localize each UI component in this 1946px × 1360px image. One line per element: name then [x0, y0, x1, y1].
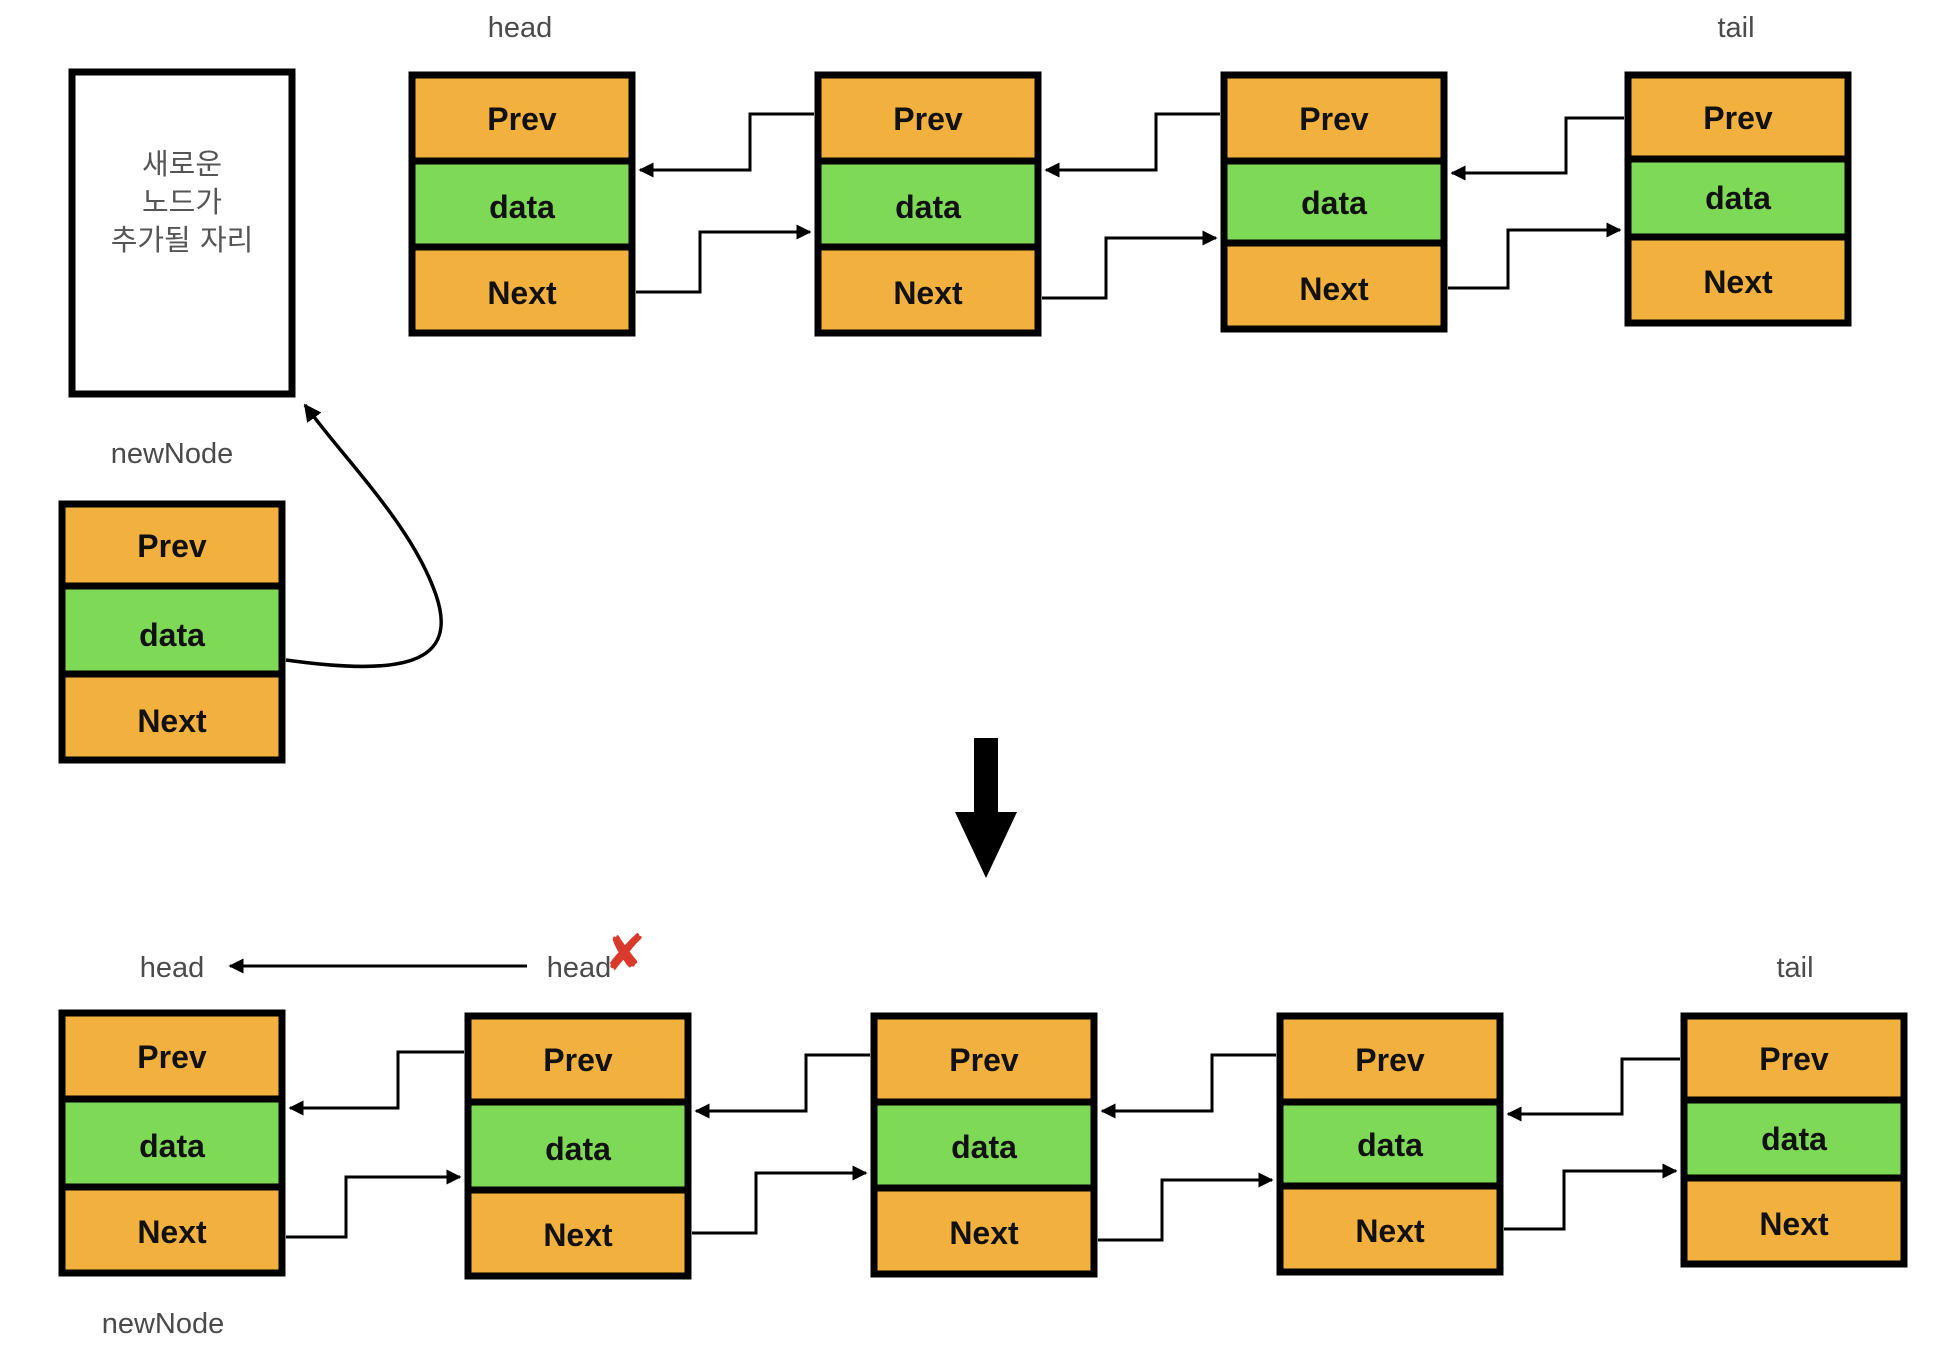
list-node: Prev data Next — [1220, 71, 1448, 333]
placeholder-slot: 새로운 노드가 추가될 자리 — [68, 68, 296, 398]
new-node: Prev data Next — [58, 500, 286, 764]
next-label: Next — [543, 1217, 613, 1253]
next-label: Next — [137, 1214, 207, 1250]
prev-label: Prev — [487, 101, 557, 137]
list-node: Prev data Next — [870, 1012, 1098, 1278]
after-section: head head ✘ tail newNode Prev data Next … — [58, 924, 1908, 1340]
data-label: data — [489, 189, 555, 225]
data-label: data — [139, 617, 205, 653]
prev-label: Prev — [543, 1042, 613, 1078]
next-label: Next — [893, 275, 963, 311]
prev-label: Prev — [137, 528, 207, 564]
data-label: data — [895, 189, 961, 225]
new-head-label: head — [140, 952, 205, 984]
prev-link-arrow — [638, 112, 814, 178]
list-node: Prev data Next — [814, 71, 1042, 337]
placeholder-line-3: 추가될 자리 — [111, 223, 254, 257]
next-link-arrow — [1448, 222, 1622, 290]
list-node: Prev data Next — [1680, 1012, 1908, 1268]
prev-label: Prev — [949, 1042, 1019, 1078]
data-label: data — [1357, 1127, 1423, 1163]
prev-label: Prev — [1355, 1042, 1425, 1078]
list-node: Prev data Next — [464, 1012, 692, 1280]
data-label: data — [951, 1129, 1017, 1165]
placeholder-line-2: 노드가 — [142, 185, 222, 219]
cross-mark-icon: ✘ — [604, 924, 646, 982]
data-label: data — [1301, 185, 1367, 221]
prev-label: Prev — [1299, 101, 1369, 137]
prev-label: Prev — [1703, 100, 1773, 136]
prev-label: Prev — [1759, 1041, 1829, 1077]
down-arrow-icon — [955, 738, 1017, 878]
data-label: data — [139, 1128, 205, 1164]
new-head-node: Prev data Next — [58, 1009, 286, 1277]
prev-link-arrow — [1100, 1053, 1276, 1119]
head-label: head — [488, 12, 553, 44]
next-label: Next — [1299, 271, 1369, 307]
list-node: Prev data Next — [1624, 71, 1852, 327]
next-label: Next — [487, 275, 557, 311]
next-cell — [58, 670, 286, 764]
next-link-arrow — [1098, 1172, 1274, 1242]
list-node: Prev data Next — [1276, 1012, 1504, 1276]
new-node-label: newNode — [111, 438, 234, 470]
prev-label: Prev — [893, 101, 963, 137]
next-label: Next — [1759, 1206, 1829, 1242]
prev-link-arrow — [1506, 1057, 1680, 1122]
new-node-label: newNode — [102, 1308, 225, 1340]
next-link-arrow — [636, 224, 812, 294]
placeholder-line-1: 새로운 — [142, 147, 222, 181]
curved-insert-arrow — [285, 403, 443, 669]
next-label: Next — [949, 1215, 1019, 1251]
next-link-arrow — [286, 1169, 462, 1239]
old-head-label: head — [547, 952, 612, 984]
next-link-arrow — [1504, 1163, 1678, 1231]
next-label: Next — [137, 703, 207, 739]
next-label: Next — [1703, 264, 1773, 300]
prev-link-arrow — [1450, 116, 1624, 181]
data-label: data — [1705, 180, 1771, 216]
next-link-arrow — [692, 1165, 868, 1235]
prev-link-arrow — [288, 1050, 464, 1116]
next-label: Next — [1355, 1213, 1425, 1249]
before-section: head tail 새로운 노드가 추가될 자리 newNode Prev da… — [58, 12, 1852, 764]
prev-link-arrow — [1044, 112, 1220, 178]
prev-link-arrow — [694, 1053, 870, 1119]
data-label: data — [1761, 1121, 1827, 1157]
prev-label: Prev — [137, 1039, 207, 1075]
tail-label: tail — [1776, 952, 1813, 984]
tail-label: tail — [1717, 12, 1754, 44]
data-label: data — [545, 1131, 611, 1167]
list-node: Prev data Next — [408, 71, 636, 337]
next-link-arrow — [1042, 230, 1218, 300]
